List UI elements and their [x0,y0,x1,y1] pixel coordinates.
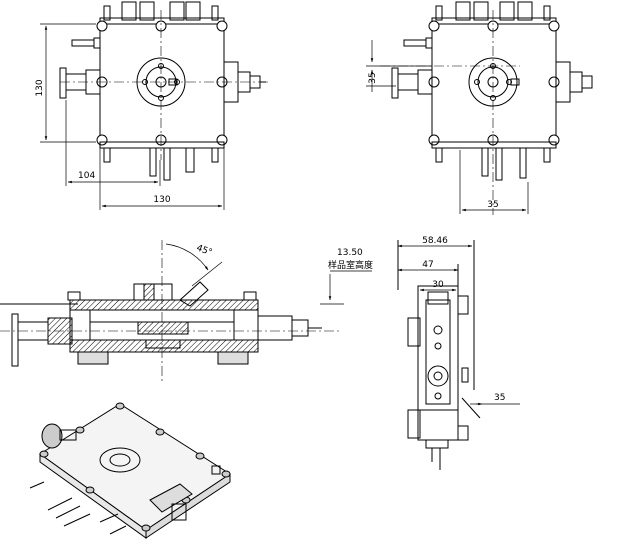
top-view-right [366,1,593,215]
section-view [0,240,372,384]
dim-top-right-offset: 35 [368,72,378,83]
right-connector-right [555,61,593,103]
dim-section-note: 样品室高度 [328,259,373,271]
main-body-right [431,23,557,143]
dim-section-height: 13.50 [337,248,363,258]
center-window-right [468,57,520,107]
top-view-left [40,1,268,210]
dim-lines-right [366,40,529,214]
dim-lines-left [40,23,225,210]
dim-side-width-3: 30 [432,280,444,290]
dim-top-left-width: 130 [153,195,170,205]
dim-top-left-height: 130 [35,79,45,96]
dim-side-offset: 35 [494,393,505,403]
left-flange-right [391,67,433,99]
dim-section-angle: 45° [195,243,213,258]
dim-top-right-bottom: 35 [487,200,498,210]
main-body [99,23,225,143]
left-tube-right [403,37,433,49]
dim-side-width-1: 58.46 [422,236,448,246]
side-view [397,240,520,470]
isometric-view [29,402,231,539]
dim-top-left-offset: 104 [78,171,95,181]
left-flange [59,67,101,99]
right-connector [223,61,266,103]
bottom-ports-right [431,141,557,181]
dim-side-width-2: 47 [422,260,433,270]
bottom-ports [99,141,225,181]
left-tube [71,37,101,49]
